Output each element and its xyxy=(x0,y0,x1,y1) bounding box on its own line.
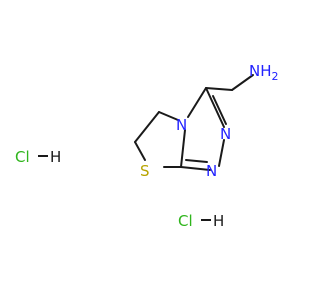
bond-c6-c5 xyxy=(134,111,160,143)
salt-1-h: H xyxy=(50,148,61,166)
salt-1-cl: Cl xyxy=(15,148,30,166)
salt-2-h: H xyxy=(213,212,224,230)
amine-label: NH2 xyxy=(249,62,279,83)
bond-c3-n2 xyxy=(205,87,225,128)
bond-c7a-n4 xyxy=(180,129,186,168)
bond-c3-ch2 xyxy=(205,87,233,91)
bond-n1-c7a xyxy=(180,166,211,171)
n2-label: N xyxy=(220,125,231,143)
salt-2: Cl H xyxy=(178,212,224,230)
n4-label: N xyxy=(176,116,187,134)
sulfur-label: S xyxy=(140,162,150,180)
bond-c5-n4 xyxy=(158,111,179,121)
salt-1: Cl H xyxy=(15,148,61,166)
bond-c3-n4 xyxy=(187,87,207,118)
bond-ch2-nh2 xyxy=(231,74,254,91)
n1-label: N xyxy=(206,162,217,180)
bond-n1-c7a-double xyxy=(185,159,208,163)
bond-s-c6 xyxy=(134,141,146,161)
structure-diagram: NH2 N N N S Cl H Cl H xyxy=(15,62,279,230)
molecule-canvas: NH2 N N N S Cl H Cl H xyxy=(15,62,279,230)
bond-c3-n2-double xyxy=(212,95,227,125)
salt-2-cl: Cl xyxy=(178,212,193,230)
bond-n2-n1 xyxy=(218,139,225,167)
